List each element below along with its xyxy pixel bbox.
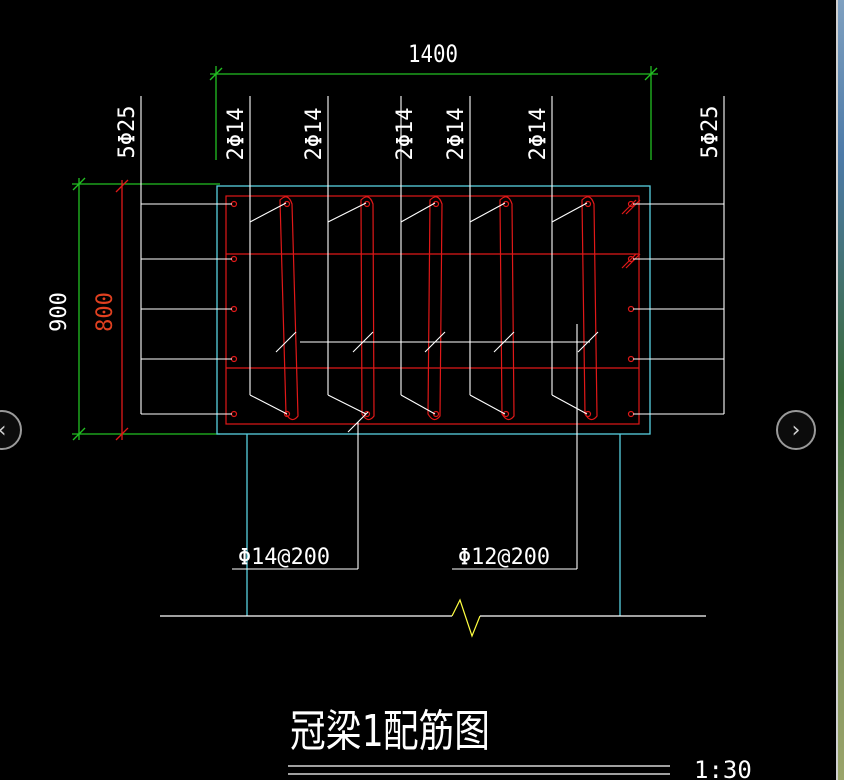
rebar-cage	[225, 195, 641, 425]
desktop-edge-strip	[836, 0, 844, 780]
height-outer-dimension-text: 900	[47, 292, 72, 332]
bar-label-top-group-2: 2Φ14	[302, 108, 327, 161]
beam-outline	[216, 185, 651, 616]
leader-lines	[140, 96, 725, 570]
scale-label: 1:30	[694, 756, 752, 780]
chevron-left-icon: ‹	[0, 418, 6, 443]
stirrup-label-12: Φ12@200	[458, 545, 550, 570]
bar-label-top-group-4: 2Φ14	[444, 108, 469, 161]
height-inner-dimension	[115, 179, 129, 441]
bar-label-top-group-3: 2Φ14	[393, 108, 418, 161]
bar-label-top-group-5: 2Φ14	[526, 108, 551, 161]
next-image-button[interactable]: ›	[776, 410, 816, 450]
bar-label-right-side: 5Φ25	[698, 106, 723, 159]
height-inner-dimension-text: 800	[93, 292, 118, 332]
chevron-right-icon: ›	[791, 417, 801, 443]
drawing-title: 冠梁1配筋图	[290, 706, 490, 757]
width-dimension-text: 1400	[408, 40, 458, 68]
width-dimension	[209, 66, 658, 160]
stirrup-label-14: Φ14@200	[238, 545, 330, 570]
title-underline	[288, 765, 670, 775]
height-outer-dimension	[72, 177, 220, 441]
bar-label-left-side: 5Φ25	[115, 106, 140, 159]
bar-label-top-group-1: 2Φ14	[224, 108, 249, 161]
ground-break-line	[160, 598, 706, 638]
